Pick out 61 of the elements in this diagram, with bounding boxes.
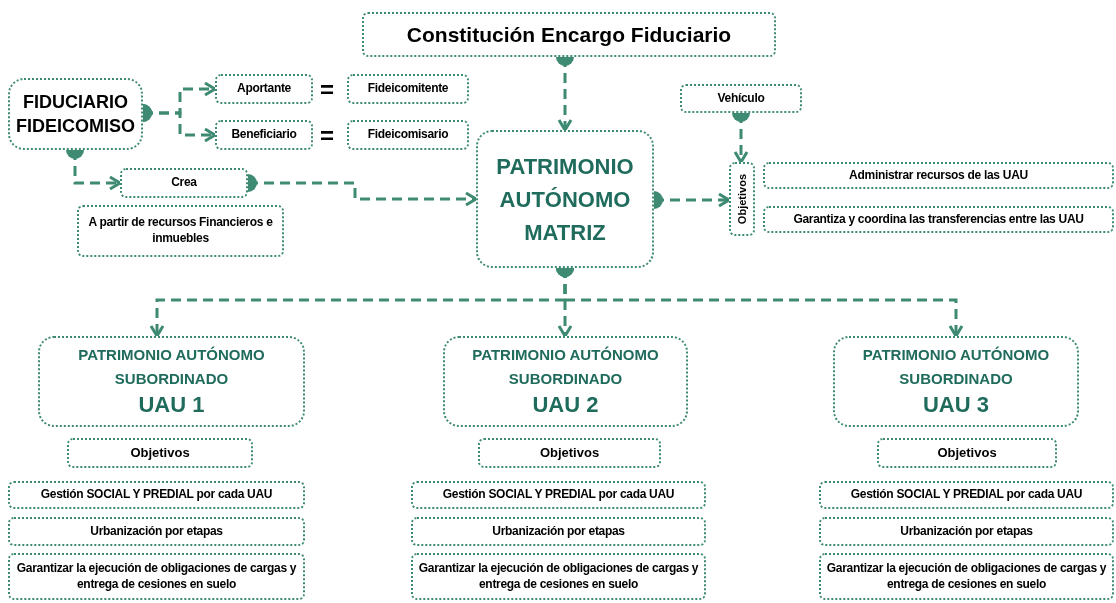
- box-text: Urbanización por etapas: [492, 523, 625, 540]
- text-box: [120, 168, 248, 198]
- vertical-label: Objetivos: [734, 173, 749, 225]
- text-box: [8, 517, 305, 546]
- subordinate-box: [38, 336, 305, 427]
- text-box: [347, 74, 469, 104]
- box-text: Administrar recursos de las UAU: [849, 167, 1028, 184]
- box-text: PATRIMONIO AUTÓNOMO SUBORDINADO: [861, 345, 1051, 390]
- main-box: [476, 130, 654, 268]
- subordinate-box: [833, 336, 1079, 427]
- objectives-box: [478, 438, 661, 468]
- text-box: [215, 120, 313, 150]
- box-text: UAU 3: [923, 391, 989, 420]
- equals-sign: =: [320, 78, 334, 102]
- box-text: PATRIMONIO AUTÓNOMO MATRIZ: [495, 152, 635, 247]
- box-text: Beneficiario: [231, 127, 297, 143]
- entity-box: [8, 78, 143, 150]
- subordinate-box: [443, 336, 688, 427]
- box-text: Objetivos: [937, 444, 997, 463]
- text-box: [8, 481, 305, 509]
- text-box: [215, 74, 313, 104]
- text-box: [347, 120, 469, 150]
- equals-sign: =: [320, 124, 334, 148]
- box-text: Constitución Encargo Fiduciario: [406, 21, 732, 48]
- text-box: [819, 553, 1114, 600]
- text-box: [77, 205, 284, 257]
- box-text: UAU 1: [138, 391, 205, 420]
- objectives-box: [877, 438, 1057, 468]
- text-box: [411, 553, 706, 600]
- box-text: Garantizar la ejecución de obligaciones de cargas y entrega de cesiones en suelo: [417, 560, 700, 593]
- vertical-label-box: [729, 162, 755, 236]
- text-box: [411, 517, 706, 546]
- box-text: Garantizar la ejecución de obligaciones de cargas y entrega de cesiones en suelo: [825, 560, 1108, 593]
- text-box: [680, 84, 802, 113]
- box-text: Crea: [171, 175, 197, 191]
- text-box: [8, 553, 305, 600]
- text-box: [819, 481, 1114, 509]
- box-text: Objetivos: [130, 444, 190, 463]
- box-text: Fideicomisario: [367, 127, 449, 143]
- box-text: Vehículo: [717, 90, 765, 107]
- box-text: Gestión SOCIAL Y PREDIAL por cada UAU: [40, 487, 273, 503]
- box-text: PATRIMONIO AUTÓNOMO SUBORDINADO: [471, 345, 660, 390]
- objectives-box: [67, 438, 253, 468]
- box-text: Urbanización por etapas: [900, 523, 1033, 540]
- box-text: Garantizar la ejecución de obligaciones de cargas y entrega de cesiones en suelo: [15, 560, 298, 593]
- box-text: Fideicomitente: [367, 81, 449, 97]
- text-box: [763, 162, 1114, 189]
- box-text: Objetivos: [539, 444, 600, 463]
- box-text: Gestión SOCIAL Y PREDIAL por cada UAU: [442, 487, 675, 503]
- text-box: [819, 517, 1114, 546]
- box-text: PATRIMONIO AUTÓNOMO SUBORDINADO: [77, 345, 266, 390]
- box-text: Urbanización por etapas: [90, 523, 223, 540]
- box-text: FIDUCIARIO FIDEICOMISO: [15, 90, 136, 138]
- title-box: [362, 12, 776, 57]
- box-text: UAU 2: [532, 391, 599, 420]
- box-text: Garantiza y coordina las transferencias entre las UAU: [793, 211, 1084, 228]
- box-text: Aportante: [237, 81, 291, 97]
- text-box: [411, 481, 706, 509]
- text-box: [763, 206, 1114, 233]
- box-text: Gestión SOCIAL Y PREDIAL por cada UAU: [850, 487, 1083, 503]
- box-text: A partir de recursos Financieros e inmuebles: [87, 215, 274, 247]
